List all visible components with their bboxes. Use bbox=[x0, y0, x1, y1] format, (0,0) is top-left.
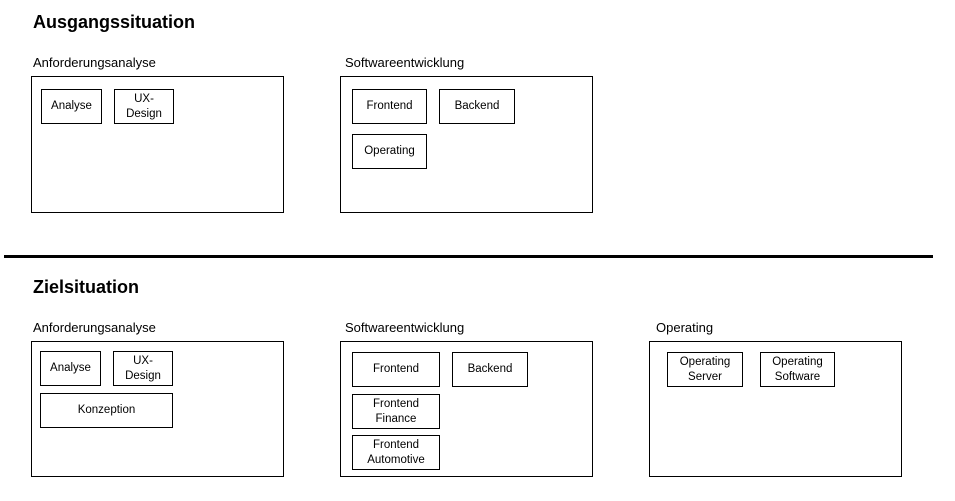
before-node-backend: Backend bbox=[439, 89, 515, 124]
after-group-title-anforderungsanalyse: Anforderungsanalyse bbox=[33, 320, 156, 335]
after-heading: Zielsituation bbox=[33, 277, 140, 297]
before-group-box-softwareentwicklung bbox=[340, 76, 593, 213]
after-group-box-anforderungsanalyse bbox=[31, 341, 284, 477]
before-node-analyse: Analyse bbox=[41, 89, 102, 124]
after-group-title-softwareentwicklung: Softwareentwicklung bbox=[345, 320, 465, 335]
before-group-title-anforderungsanalyse: Anforderungsanalyse bbox=[33, 55, 156, 70]
after-node-ux-design: UX- Design bbox=[113, 351, 173, 386]
after-node-konzeption: Konzeption bbox=[40, 393, 173, 428]
section-divider bbox=[4, 255, 933, 258]
before-node-operating: Operating bbox=[352, 134, 427, 169]
before-node-frontend: Frontend bbox=[352, 89, 427, 124]
after-node-operating-server: Operating Server bbox=[667, 352, 743, 387]
after-node-frontend-automotive: Frontend Automotive bbox=[352, 435, 440, 470]
after-node-operating-software: Operating Software bbox=[760, 352, 835, 387]
before-group-box-anforderungsanalyse bbox=[31, 76, 284, 213]
before-heading: Ausgangssituation bbox=[33, 12, 196, 32]
after-group-box-softwareentwicklung bbox=[340, 341, 593, 477]
after-node-backend: Backend bbox=[452, 352, 528, 387]
after-node-analyse: Analyse bbox=[40, 351, 101, 386]
after-node-frontend: Frontend bbox=[352, 352, 440, 387]
after-group-box-operating bbox=[649, 341, 902, 477]
before-group-title-softwareentwicklung: Softwareentwicklung bbox=[345, 55, 465, 70]
after-group-title-operating: Operating bbox=[656, 320, 714, 335]
after-node-frontend-finance: Frontend Finance bbox=[352, 394, 440, 429]
before-node-ux-design: UX- Design bbox=[114, 89, 174, 124]
